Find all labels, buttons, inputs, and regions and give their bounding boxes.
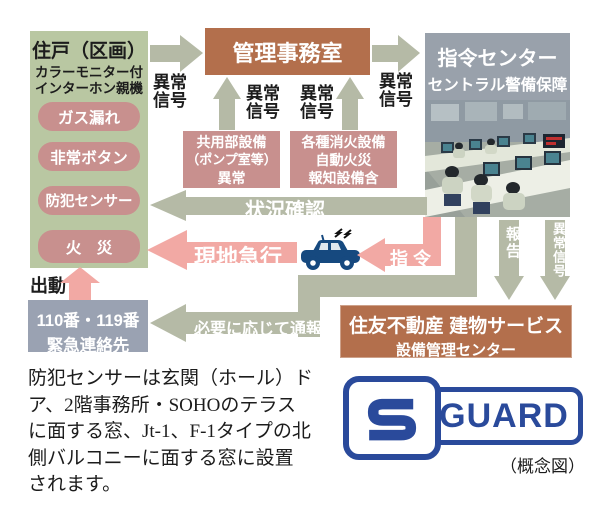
patrol-car-icon [301, 228, 360, 270]
command-center-photo [425, 100, 570, 217]
abnormal-signal-label-3: 異常 信号 [300, 84, 334, 121]
note-line-2: ア、2階事務所・SOHOのテラス [28, 394, 296, 416]
arrow-report-down: 報告 [494, 220, 524, 300]
building-service-box: 住友不動産 建物サービス 設備管理センター [340, 305, 572, 359]
footer-note: 防犯センサーは玄関（ホール）ド ア、2階事務所・SOHOのテラス に面する窓、J… [28, 366, 348, 499]
management-office-label: 管理事務室 [232, 40, 343, 66]
command-center-box: 指令センター セントラル警備保障 [425, 33, 570, 100]
common-equipment-line2: （ポンプ室等） [186, 151, 277, 167]
arrow-notify: 必要に応じて通報 [150, 304, 320, 342]
emergency-contact-line1: 110番・119番 [36, 312, 140, 330]
fire-equipment-line2: 自動火災 [315, 151, 372, 168]
rush-to-site-label: 現地急行 [194, 245, 283, 270]
arrow-office-to-command [372, 35, 420, 72]
building-service-line2: 設備管理センター [395, 342, 516, 359]
command-label: 指 令 [390, 249, 432, 269]
sensor-gas-leak: ガス漏れ [38, 102, 140, 131]
note-line-4: 側バルコニーに面する窓に設置 [28, 447, 294, 469]
abnormal-signal-vertical-label: 異常信号 [551, 222, 566, 278]
dwelling-panel: 住戸（区画） カラーモニター付 インターホン親機 ガス漏れ 非常ボタン 防犯セン… [30, 31, 148, 268]
command-arrow-riser [423, 217, 441, 249]
fire-equipment-box: 各種消火設備 自動火災 報知設備含 [290, 131, 397, 188]
arrow-status-check: 状況確認 [150, 190, 427, 221]
arrow-rush-to-site: 現地急行 [147, 230, 297, 270]
sensor-security: 防犯センサー [38, 186, 140, 215]
emergency-contact-box: 110番・119番 緊急連絡先 [28, 300, 148, 355]
note-line-5: されます。 [28, 474, 122, 495]
status-check-label: 状況確認 [245, 200, 325, 222]
sguard-logo-s-box [343, 376, 441, 460]
dwelling-subtitle-1: カラーモニター付 [35, 65, 143, 80]
sguard-logo-s-icon [367, 398, 417, 441]
abnormal-signal-label-1: 異常 信号 [153, 73, 187, 110]
note-line-1: 防犯センサーは玄関（ホール）ド [28, 368, 314, 389]
arrow-dispatch-up [60, 267, 100, 300]
common-equipment-box: 共用部設備 （ポンプ室等） 異常 [183, 131, 280, 188]
arrow-abnormal-signal-down: 異常信号 [540, 220, 570, 300]
dwelling-title: 住戸（区画） [31, 41, 146, 62]
diagram-caption: （概念図） [500, 457, 585, 476]
fire-equipment-line3: 報知設備含 [308, 169, 379, 186]
dwelling-subtitle-2: インターホン親機 [35, 81, 143, 96]
report-label: 報告 [504, 226, 521, 260]
command-center-line1: 指令センター [437, 48, 558, 70]
sguard-logo-guard-text: GUARD [439, 396, 569, 435]
building-service-line1: 住友不動産 建物サービス [348, 316, 564, 337]
arrow-fire-equipment-up [336, 77, 364, 130]
command-center-line2: セントラル警備保障 [427, 77, 568, 94]
abnormal-signal-label-4: 異常 信号 [379, 72, 413, 109]
dispatch-label: 出動 [30, 276, 66, 296]
notify-label: 必要に応じて通報 [194, 321, 323, 338]
emergency-contact-line2: 緊急連絡先 [46, 337, 130, 355]
common-equipment-line3: 異常 [217, 169, 246, 186]
common-equipment-line1: 共用部設備 [196, 133, 267, 150]
sguard-logo: GUARD [343, 376, 583, 460]
abnormal-signal-label-2: 異常 信号 [246, 84, 280, 121]
sensor-fire: 火 災 [38, 230, 140, 263]
fire-equipment-line1: 各種消火設備 [301, 133, 386, 150]
management-office-box: 管理事務室 [205, 28, 370, 75]
arrow-dwelling-to-office [150, 35, 203, 72]
notify-path-horizontal [298, 275, 477, 297]
sensor-emergency-button: 非常ボタン [38, 142, 140, 171]
arrow-common-equipment-up [213, 77, 241, 130]
note-line-3: に面する窓、Jt-1、F-1タイプの北 [28, 421, 311, 442]
